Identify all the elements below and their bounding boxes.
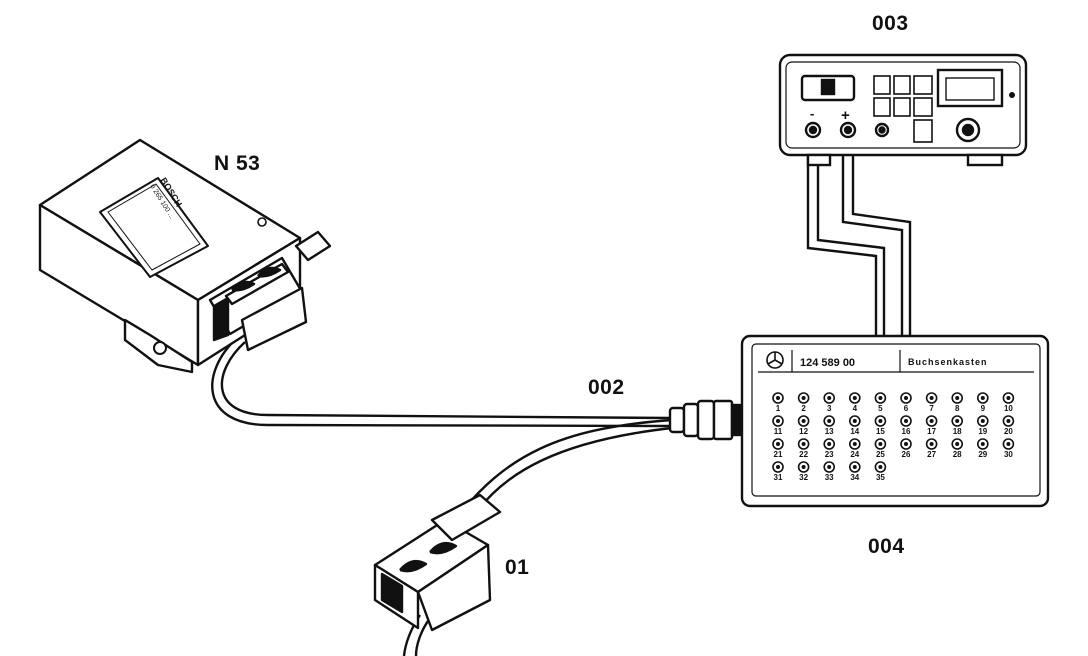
- socket-label: 19: [978, 427, 987, 436]
- socket-label: 5: [878, 404, 883, 413]
- socket-box-part-number: 124 589 00: [800, 357, 855, 369]
- meter-003: [778, 53, 1028, 167]
- socket-label: 20: [1004, 427, 1013, 436]
- socket-label: 24: [850, 450, 859, 459]
- socket-32: 32: [797, 461, 810, 482]
- meter-terminal-plus: +: [841, 107, 850, 124]
- socket-label: 11: [774, 427, 783, 436]
- socket-4: 4: [848, 392, 861, 413]
- socket-8: 8: [951, 392, 964, 413]
- cable-plug: [668, 399, 746, 441]
- socket-28: 28: [951, 438, 964, 459]
- label-connector: 01: [505, 556, 530, 579]
- socket-label: 28: [953, 450, 962, 459]
- socket-box-title: Buchsenkasten: [908, 357, 988, 367]
- socket-label: 6: [904, 404, 909, 413]
- socket-10: 10: [1002, 392, 1015, 413]
- socket-11: 11: [772, 415, 784, 436]
- socket-label: 17: [927, 427, 936, 436]
- socket-2: 2: [797, 392, 810, 413]
- socket-1: 1: [772, 392, 784, 413]
- socket-14: 14: [848, 415, 861, 436]
- socket-7: 7: [925, 392, 938, 413]
- socket-label: 13: [825, 427, 834, 436]
- socket-30: 30: [1002, 438, 1015, 459]
- socket-23: 23: [823, 438, 836, 459]
- socket-15: 15: [874, 415, 887, 436]
- socket-label: 25: [876, 450, 885, 459]
- connector-01: [373, 493, 502, 632]
- socket-13: 13: [823, 415, 836, 436]
- socket-label: 16: [902, 427, 911, 436]
- socket-label: 18: [953, 427, 962, 436]
- socket-label: 14: [850, 427, 859, 436]
- socket-label: 15: [876, 427, 885, 436]
- socket-35: 35: [874, 461, 887, 482]
- socket-5: 5: [874, 392, 887, 413]
- socket-34: 34: [848, 461, 861, 482]
- socket-label: 4: [853, 404, 858, 413]
- socket-18: 18: [951, 415, 964, 436]
- label-meter: 003: [872, 12, 909, 35]
- socket-33: 33: [823, 461, 836, 482]
- socket-label: 35: [876, 473, 885, 482]
- socket-label: 1: [776, 404, 781, 413]
- socket-24: 24: [848, 438, 861, 459]
- socket-3: 3: [823, 392, 836, 413]
- socket-label: 9: [981, 404, 986, 413]
- socket-9: 9: [976, 392, 989, 413]
- meter-terminal-minus: -: [810, 106, 814, 121]
- socket-label: 34: [850, 473, 859, 482]
- socket-label: 23: [825, 450, 834, 459]
- socket-label: 29: [978, 450, 987, 459]
- socket-12: 12: [797, 415, 810, 436]
- socket-box-004: [740, 334, 1050, 508]
- socket-label: 22: [799, 450, 808, 459]
- socket-20: 20: [1002, 415, 1015, 436]
- socket-21: 21: [772, 438, 784, 459]
- socket-label: 32: [799, 473, 808, 482]
- socket-label: 30: [1004, 450, 1013, 459]
- socket-31: 31: [772, 461, 784, 482]
- socket-label: 10: [1004, 404, 1013, 413]
- control-unit-n53: [38, 138, 332, 374]
- socket-label: 8: [955, 404, 960, 413]
- socket-label: 27: [927, 450, 936, 459]
- socket-6: 6: [900, 392, 912, 413]
- label-control-unit: N 53: [214, 152, 261, 175]
- socket-16: 16: [900, 415, 912, 436]
- socket-label: 26: [902, 450, 911, 459]
- socket-22: 22: [797, 438, 810, 459]
- socket-label: 33: [825, 473, 834, 482]
- socket-27: 27: [925, 438, 938, 459]
- socket-label: 21: [774, 450, 783, 459]
- socket-label: 31: [774, 473, 783, 482]
- socket-label: 7: [929, 404, 934, 413]
- socket-29: 29: [976, 438, 989, 459]
- socket-19: 19: [976, 415, 989, 436]
- socket-label: 3: [827, 404, 832, 413]
- socket-label: 12: [799, 427, 808, 436]
- meter-leads: [806, 132, 912, 395]
- socket-label: 2: [801, 404, 806, 413]
- socket-26: 26: [900, 438, 912, 459]
- label-cable: 002: [588, 376, 625, 399]
- socket-25: 25: [874, 438, 887, 459]
- socket-17: 17: [925, 415, 938, 436]
- label-socket-box: 004: [868, 535, 905, 558]
